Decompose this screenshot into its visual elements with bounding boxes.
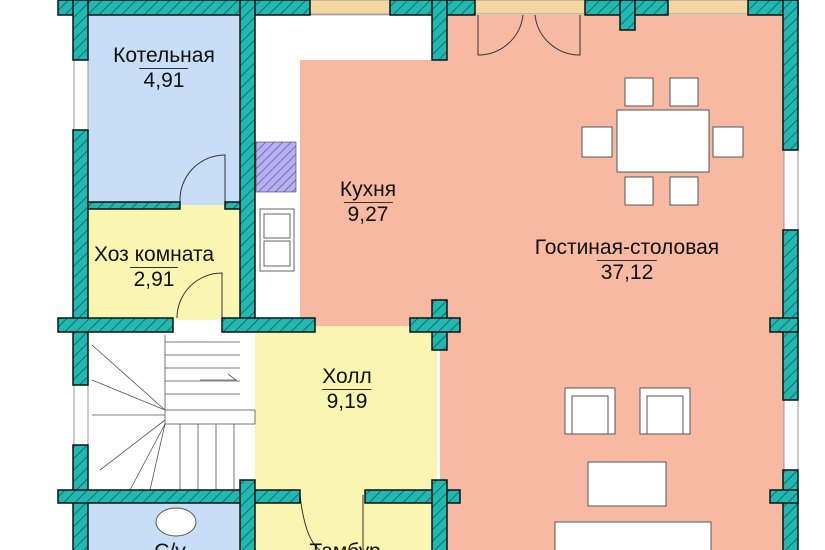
room-area: 37,12 — [596, 260, 658, 285]
sink-bowl — [263, 240, 291, 267]
room-name: Холл — [322, 365, 372, 388]
room-name: Тамбур — [309, 540, 380, 550]
sink — [259, 208, 295, 272]
room-name: Кухня — [339, 178, 397, 201]
dining-set — [581, 77, 744, 206]
living-dining-room — [440, 15, 785, 550]
toilet — [155, 507, 197, 537]
room-label-bathroom: С/у — [154, 540, 186, 550]
room-area: 4,91 — [139, 68, 189, 93]
doors — [176, 14, 581, 550]
utility-room — [88, 205, 240, 320]
room-label-vestibule: Тамбур — [309, 540, 380, 550]
kitchen — [300, 60, 440, 326]
room-area: 9,27 — [343, 202, 393, 227]
living-furniture — [554, 387, 712, 550]
stairs — [91, 335, 256, 491]
stove — [255, 141, 297, 193]
hall — [255, 326, 437, 550]
room-area: 2,91 — [129, 267, 179, 292]
room-area: 9,19 — [322, 389, 372, 414]
walls — [57, 0, 799, 550]
sink-bowl — [263, 213, 291, 239]
room-name: Хоз комната — [93, 243, 215, 266]
room-name: Котельная — [113, 44, 215, 67]
room-name: Гостиная-столовая — [534, 236, 720, 259]
room-name: С/у — [154, 540, 186, 550]
boiler-room — [88, 15, 240, 205]
